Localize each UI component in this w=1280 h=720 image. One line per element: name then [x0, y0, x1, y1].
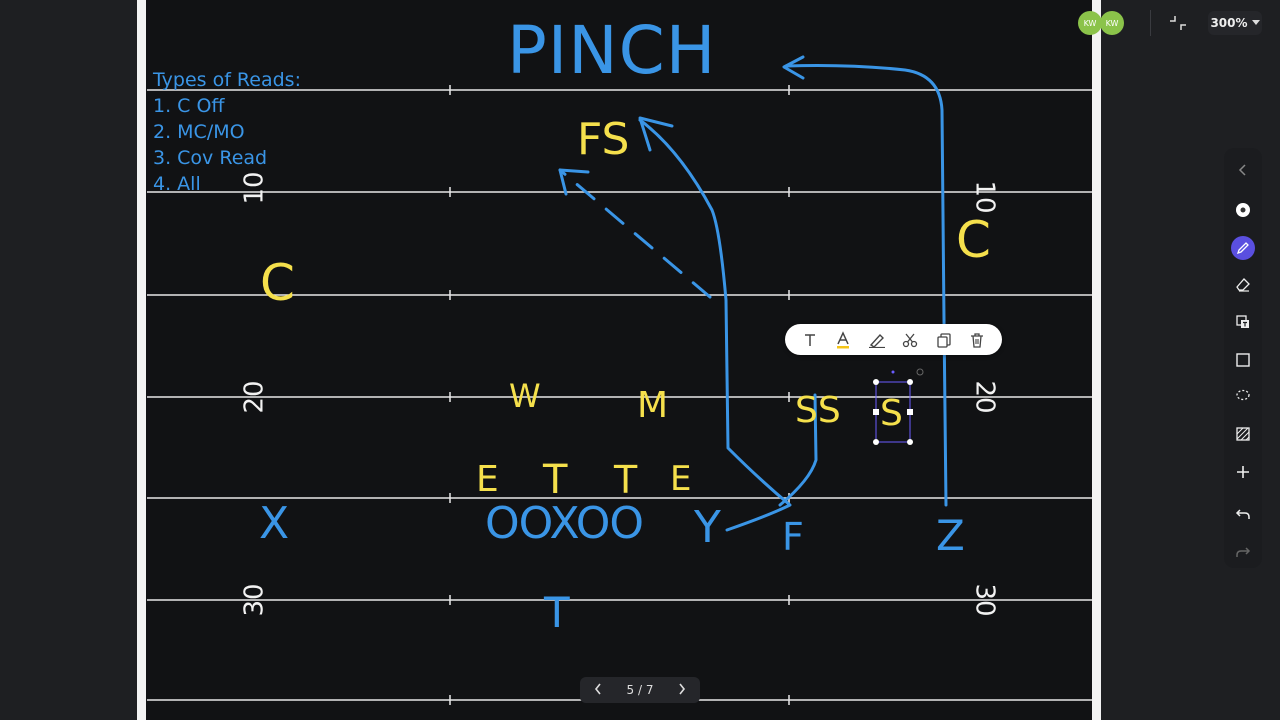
reads-item: 2. MC/MO — [153, 121, 245, 143]
defender-c-right[interactable]: C — [956, 211, 991, 269]
pen-tool[interactable] — [1231, 236, 1255, 260]
next-page-button[interactable] — [674, 683, 690, 698]
page-navigator: 5 / 7 — [580, 677, 700, 703]
dashed-route — [558, 168, 712, 299]
hash-marks — [449, 85, 790, 705]
pointer-tool[interactable] — [1231, 198, 1255, 222]
defender-s[interactable]: S — [880, 393, 903, 434]
dashed-route-arrowhead — [558, 168, 590, 196]
copy-button[interactable] — [933, 329, 955, 351]
offense-z[interactable]: Z — [936, 511, 965, 560]
defender-ss[interactable]: SS — [795, 390, 841, 431]
collapse-icon — [1170, 16, 1186, 30]
dot-icon — [1236, 203, 1250, 217]
defender-t-left[interactable]: T — [543, 457, 568, 503]
y-route — [638, 118, 792, 532]
pen-button[interactable] — [866, 329, 888, 351]
pen-icon — [868, 333, 885, 348]
zoom-level: 300% — [1210, 16, 1248, 30]
offense-f[interactable]: F — [782, 515, 804, 559]
yard-number-right-20: 20 — [969, 380, 1000, 414]
copy-icon — [937, 332, 951, 348]
yard-number-right-30: 30 — [969, 583, 1000, 617]
user-avatar[interactable]: KW — [1100, 11, 1124, 35]
board-right-border — [1092, 0, 1101, 720]
tool-rail — [1224, 148, 1262, 568]
collapse-button[interactable] — [1168, 13, 1188, 33]
y-route-arrowhead — [638, 116, 674, 152]
zoom-selector[interactable]: 300% — [1208, 11, 1262, 35]
f-route — [778, 393, 818, 507]
yard-number-left-30: 30 — [239, 583, 270, 617]
pattern-tool[interactable] — [1231, 422, 1255, 446]
defender-w[interactable]: W — [509, 377, 541, 415]
undo-button[interactable] — [1231, 502, 1255, 526]
trash-icon — [971, 332, 984, 348]
scissors-icon — [903, 333, 918, 347]
yard-number-left-20: 20 — [239, 380, 270, 414]
defender-e-right[interactable]: E — [670, 459, 692, 499]
text-tool-button[interactable] — [799, 329, 821, 351]
eraser-icon — [1236, 278, 1250, 292]
route-lines — [558, 55, 948, 532]
eraser-tool[interactable] — [1231, 272, 1255, 296]
user-avatar[interactable]: KW — [1078, 11, 1102, 35]
text-color-button[interactable] — [832, 329, 854, 351]
square-icon — [1236, 353, 1250, 367]
toolbar-divider — [1150, 10, 1151, 36]
z-route-arrowhead — [782, 55, 805, 80]
offense-x[interactable]: X — [259, 498, 290, 549]
reads-item: 1. C Off — [153, 95, 225, 117]
defender-fs[interactable]: FS — [577, 114, 630, 165]
yard-number-right-10: 10 — [969, 180, 1000, 214]
collapse-rail-button[interactable] — [1231, 158, 1255, 182]
offense-y[interactable]: Y — [694, 502, 721, 553]
prev-page-button[interactable] — [590, 683, 606, 698]
offensive-line[interactable]: OOXOO — [485, 498, 644, 549]
hatch-icon — [1236, 427, 1250, 441]
page-indicator: 5 / 7 — [626, 683, 654, 697]
undo-icon — [1235, 509, 1250, 519]
offense-t[interactable]: T — [544, 588, 570, 637]
text-box-tool[interactable] — [1231, 310, 1255, 334]
chevron-left-icon — [1238, 164, 1246, 176]
defender-c-left[interactable]: C — [260, 254, 295, 312]
chevron-down-icon — [1251, 20, 1260, 25]
reads-list: Types of Reads: 1. C Off 2. MC/MO 3. Cov… — [153, 67, 301, 197]
play-title: PINCH — [507, 12, 717, 89]
text-box-icon — [1236, 315, 1249, 328]
reads-item: 3. Cov Read — [153, 147, 268, 169]
defender-m[interactable]: M — [637, 385, 669, 426]
chevron-left-icon — [594, 683, 601, 694]
selection-toolbar — [785, 324, 1002, 355]
pencil-icon — [1236, 242, 1249, 255]
reads-item: 4. All — [153, 173, 201, 195]
shape-tool[interactable] — [1231, 348, 1255, 372]
delete-button[interactable] — [966, 329, 988, 351]
selection-box[interactable] — [873, 368, 924, 445]
redo-button[interactable] — [1231, 540, 1255, 564]
text-icon — [804, 333, 815, 346]
add-button[interactable] — [1231, 460, 1255, 484]
reads-heading: Types of Reads: — [153, 69, 301, 91]
lasso-tool[interactable] — [1231, 384, 1255, 408]
font-color-icon — [837, 330, 850, 348]
yard-number-left-10: 10 — [239, 171, 270, 205]
board-left-border — [137, 0, 146, 720]
cut-button[interactable] — [899, 329, 921, 351]
plus-icon — [1237, 466, 1249, 478]
lasso-icon — [1236, 389, 1250, 401]
z-route — [784, 64, 948, 507]
defender-t-right[interactable]: T — [614, 458, 638, 502]
chevron-right-icon — [679, 683, 686, 694]
defender-e-left[interactable]: E — [476, 459, 499, 500]
redo-icon — [1236, 547, 1251, 557]
